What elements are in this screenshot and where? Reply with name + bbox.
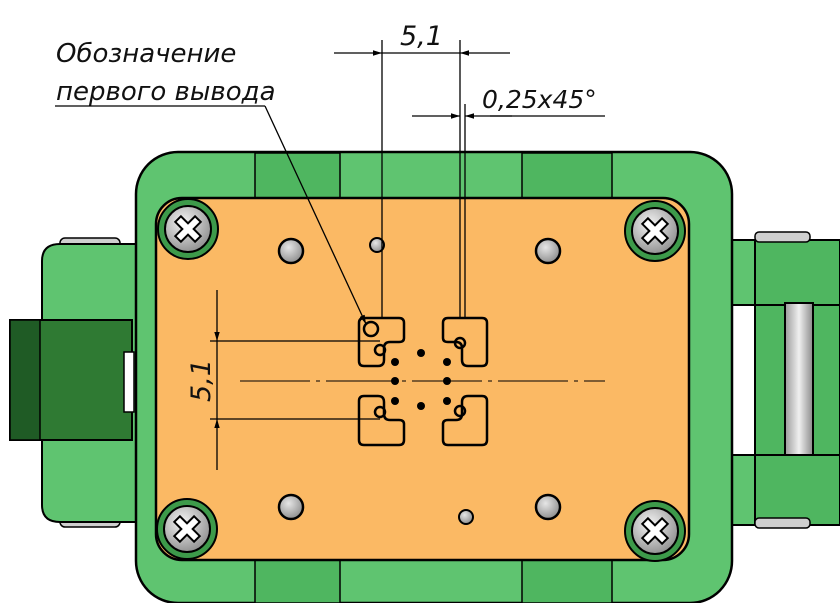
hinge-shadow-top [754, 231, 811, 243]
housing-rib-top-right [521, 152, 613, 200]
latch-clip [9, 319, 135, 441]
pad-top-right [441, 316, 489, 368]
screw-bottom-right [624, 500, 686, 562]
guide-hole-br [534, 493, 562, 521]
pad-bottom-left [357, 394, 406, 447]
phillips-icon [172, 514, 202, 544]
screw-top-right [624, 200, 686, 262]
pad-bottom-right [441, 394, 489, 447]
pad-via-bl [373, 405, 387, 419]
hinge-assembly [729, 231, 840, 529]
dimension-top-label: 5,1 [400, 21, 443, 52]
pad-via-tr [453, 336, 467, 350]
hinge-shadow-bottom [754, 517, 811, 529]
dimension-left-label: 5,1 [186, 359, 217, 402]
screw-top-left [157, 198, 219, 260]
dimension-left [210, 290, 380, 470]
alignment-hole-bottom [458, 509, 474, 525]
adapter-board [154, 196, 691, 562]
housing-rib-bottom-right [521, 559, 613, 603]
guide-hole-bl [277, 493, 305, 521]
dimension-chamfer [412, 104, 605, 318]
phillips-icon [173, 214, 203, 244]
contact-dots [391, 349, 451, 410]
hinge-rod [784, 302, 814, 456]
latch-clip-face [9, 319, 41, 441]
screw-bottom-left [156, 498, 218, 560]
latch-clip-slot [123, 351, 135, 413]
contact-pads [357, 316, 489, 447]
dimension-top [334, 40, 510, 318]
phillips-icon [640, 516, 670, 546]
pad-via-tl [373, 343, 387, 357]
dimension-chamfer-label: 0,25x45° [482, 85, 597, 114]
guide-holes [277, 237, 562, 525]
alignment-hole-top [369, 237, 385, 253]
pad-via-br [453, 404, 467, 418]
guide-hole-tl [277, 237, 305, 265]
pin1-label-line1: Обозначение [56, 39, 236, 69]
pin1-label-line2: первого вывода [56, 77, 276, 107]
pin1-leader [55, 105, 367, 325]
pin1-marker [362, 320, 380, 338]
phillips-icon [640, 216, 670, 246]
guide-hole-tr [534, 237, 562, 265]
housing-rib-bottom-left [254, 559, 341, 603]
